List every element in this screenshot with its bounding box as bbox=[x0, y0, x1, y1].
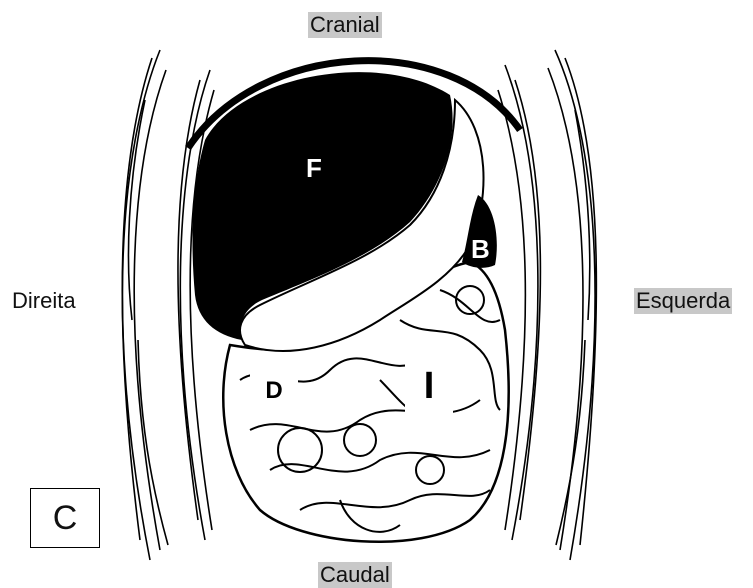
organ-label-E: E bbox=[370, 272, 387, 302]
right-side-label: Direita bbox=[10, 288, 78, 314]
organ-label-B: B bbox=[471, 234, 490, 264]
right-body-wall bbox=[498, 50, 596, 560]
organ-label-D: D bbox=[250, 366, 298, 416]
organ-label-F: F bbox=[306, 153, 322, 183]
organ-label-I: I bbox=[405, 354, 453, 418]
left-side-label: Esquerda bbox=[634, 288, 732, 314]
cranial-label: Cranial bbox=[308, 12, 382, 38]
panel-label: C bbox=[30, 488, 100, 548]
caudal-label: Caudal bbox=[318, 562, 392, 588]
